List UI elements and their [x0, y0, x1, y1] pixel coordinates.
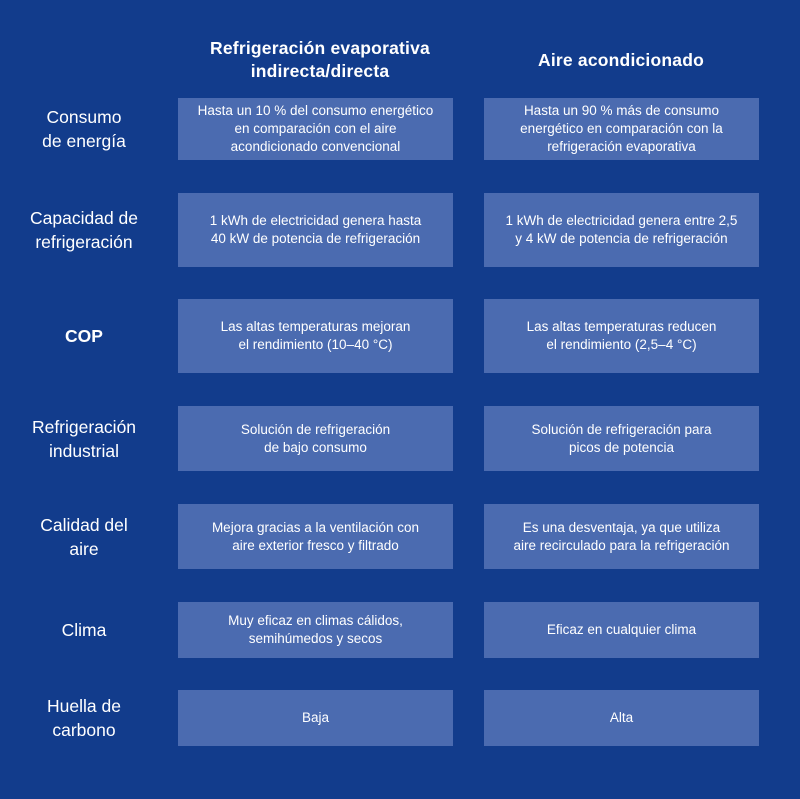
cell-industrial-cooling-ac: Solución de refrigeración para picos de … [484, 406, 759, 471]
column-header-air-conditioning: Aire acondicionado [538, 49, 704, 70]
cell-air-quality-evaporative: Mejora gracias a la ventilación con aire… [178, 504, 453, 569]
cell-climate-evaporative: Muy eficaz en climas cálidos, semihúmedo… [178, 602, 453, 658]
cell-energy-consumption-evaporative: Hasta un 10 % del consumo energético en … [178, 98, 453, 160]
column-header-evaporative: Refrigeración evaporativa indirecta/dire… [210, 38, 430, 81]
cell-cop-evaporative: Las altas temperaturas mejoran el rendim… [178, 299, 453, 373]
cell-climate-ac: Eficaz en cualquier clima [484, 602, 759, 658]
cell-cooling-capacity-ac: 1 kWh de electricidad genera entre 2,5 y… [484, 193, 759, 267]
row-label-energy-consumption: Consumo de energía [42, 107, 126, 151]
cell-carbon-footprint-evaporative: Baja [178, 690, 453, 746]
row-label-industrial-cooling: Refrigeración industrial [31, 416, 137, 461]
cell-cooling-capacity-evaporative: 1 kWh de electricidad genera hasta 40 kW… [178, 193, 453, 267]
cell-air-quality-ac: Es una desventaja, ya que utiliza aire r… [484, 504, 759, 569]
cell-cop-ac: Las altas temperaturas reducen el rendim… [484, 299, 759, 373]
cell-industrial-cooling-evaporative: Solución de refrigeración de bajo consum… [178, 406, 453, 471]
row-label-carbon-footprint: Huella de carbono [47, 696, 121, 740]
cell-energy-consumption-ac: Hasta un 90 % más de consumo energético … [484, 98, 759, 160]
cell-carbon-footprint-ac: Alta [484, 690, 759, 746]
row-label-cop: COP [65, 326, 103, 346]
row-label-climate: Clima [61, 620, 107, 640]
row-label-air-quality: Calidad del aire [40, 514, 128, 559]
row-label-cooling-capacity: Capacidad de refrigeración [30, 208, 138, 252]
